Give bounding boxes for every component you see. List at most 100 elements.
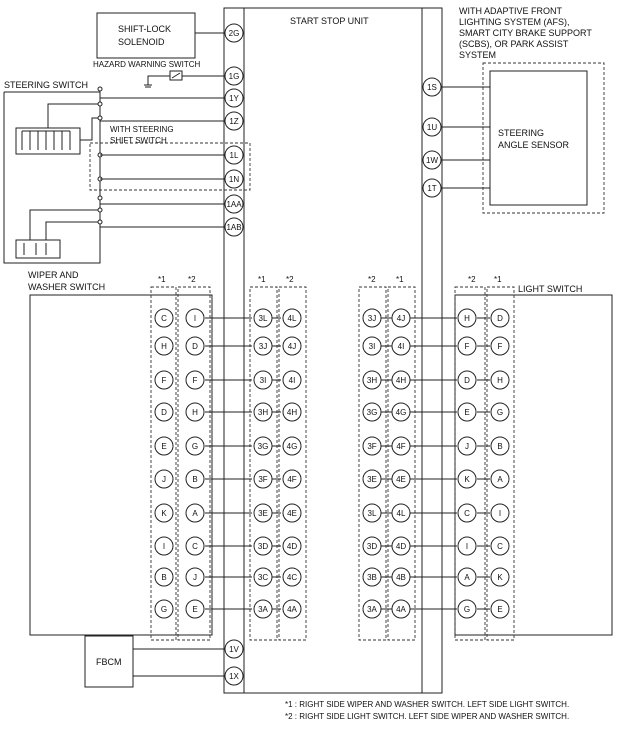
wiper-pin-s1-0: C [154,308,174,328]
pin-label: 4G [396,408,407,417]
pin-label: D [192,342,198,351]
wiper-pin-s2-0: I [185,308,205,328]
ssu-col-header-1: *1 [258,275,266,284]
pin-circle [224,111,244,131]
wiper-pin-s1-2: F [154,370,174,390]
pin-circle [253,402,273,422]
shift-lock-label-1: SHIFT-LOCK [118,24,171,34]
ssu-pin-s1-1: 3J [253,336,273,356]
pin-label: A [192,509,198,518]
pin-label: 3J [368,314,376,323]
pin-label: K [497,573,503,582]
pin-circle [253,536,273,556]
ssu-pin-s1-7: 3D [253,536,273,556]
wiper-label-1: WIPER AND [28,270,79,280]
pin-label: 1AA [226,200,242,209]
pin-label: G [497,408,503,417]
pin-circle [282,436,302,456]
ssu-pin-s2-0: 4L [282,308,302,328]
pin-label: C [464,509,470,518]
pin-label: D [464,376,470,385]
pin-circle [391,567,411,587]
pin-label: I [194,314,196,323]
pin-label: 3A [367,605,377,614]
pin-circle [490,536,510,556]
pin-circle [282,336,302,356]
ssu-pin-r2-7: 3D [362,536,382,556]
ssu-pin-2g: 2G [224,23,244,43]
pin-circle [154,370,174,390]
pin-circle [391,336,411,356]
pin-circle [362,567,382,587]
wiper-pin-s2-9: E [185,599,205,619]
pin-label: 4C [287,573,297,582]
pin-label: 3D [258,542,268,551]
ssu-pin-r2-3: 3G [362,402,382,422]
pin-label: J [193,573,197,582]
ssu-pin-s2-3: 4H [282,402,302,422]
ssu-pin-1x: 1X [224,666,244,686]
pin-label: 1U [427,123,437,132]
pin-wires [205,317,490,610]
pin-circle [253,469,273,489]
ssu-pin-1g: 1G [224,66,244,86]
pin-label: D [497,314,503,323]
wiper-washer-switch: WIPER AND WASHER SWITCH *1 *2 [28,270,213,641]
ssu-pin-r2-8: 3B [362,567,382,587]
hazard-warning-switch: HAZARD WARNING SWITCH [93,60,226,88]
pin-circle [457,402,477,422]
pin-circle [282,370,302,390]
pin-label: A [464,573,470,582]
pin-circle [224,145,244,165]
ssu-pin-r1-7: 4D [391,536,411,556]
ssu-pin-r2-0: 3J [362,308,382,328]
pin-label: 4E [396,475,406,484]
pin-label: F [465,342,470,351]
ssu-pin-r2-6: 3L [362,503,382,523]
pin-circle [185,336,205,356]
ssu-pin-r2-2: 3H [362,370,382,390]
pin-label: 4I [398,342,405,351]
pin-label: 1V [229,645,239,654]
ssu-pin-1z: 1Z [224,111,244,131]
fbcm-module: FBCM [84,635,226,688]
ssu-pin-s2-1: 4J [282,336,302,356]
pin-label: J [162,475,166,484]
pin-circle [185,469,205,489]
ssu-connector-columns: *1 *2 *2 *1 [249,275,416,641]
pin-circle [490,402,510,422]
pin-circle [422,150,442,170]
pin-label: 4D [287,542,297,551]
pin-circle [154,436,174,456]
start-stop-unit-title: START STOP UNIT [290,16,369,26]
pin-circle [224,217,244,237]
pin-circle [253,436,273,456]
ssu-pin-r2-5: 3E [362,469,382,489]
pin-label: B [192,475,197,484]
hazard-label: HAZARD WARNING SWITCH [93,60,200,69]
pin-label: 1AB [226,223,241,232]
ssu-pin-1aa: 1AA [224,194,244,214]
pin-circle [391,599,411,619]
ssu-pin-1s: 1S [422,77,442,97]
pin-circle [490,370,510,390]
pin-circle [490,503,510,523]
wiper-pin-s1-9: G [154,599,174,619]
pin-circle [457,436,477,456]
wiper-pin-s2-7: C [185,536,205,556]
pin-circle [391,503,411,523]
ssu-pin-s2-2: 4I [282,370,302,390]
wiper-pin-s2-4: G [185,436,205,456]
footnote-2: *2 : RIGHT SIDE LIGHT SWITCH. LEFT SIDE … [285,712,569,721]
pin-circle [154,536,174,556]
pin-circle [282,567,302,587]
ssu-pin-1u: 1U [422,117,442,137]
pin-circle [224,66,244,86]
light-pin-s2-3: E [457,402,477,422]
ssu-pin-s1-3: 3H [253,402,273,422]
pin-label: G [464,605,470,614]
light-pin-s2-4: J [457,436,477,456]
pin-circle [185,599,205,619]
pin-label: 1S [427,83,437,92]
pin-label: 4H [287,408,297,417]
